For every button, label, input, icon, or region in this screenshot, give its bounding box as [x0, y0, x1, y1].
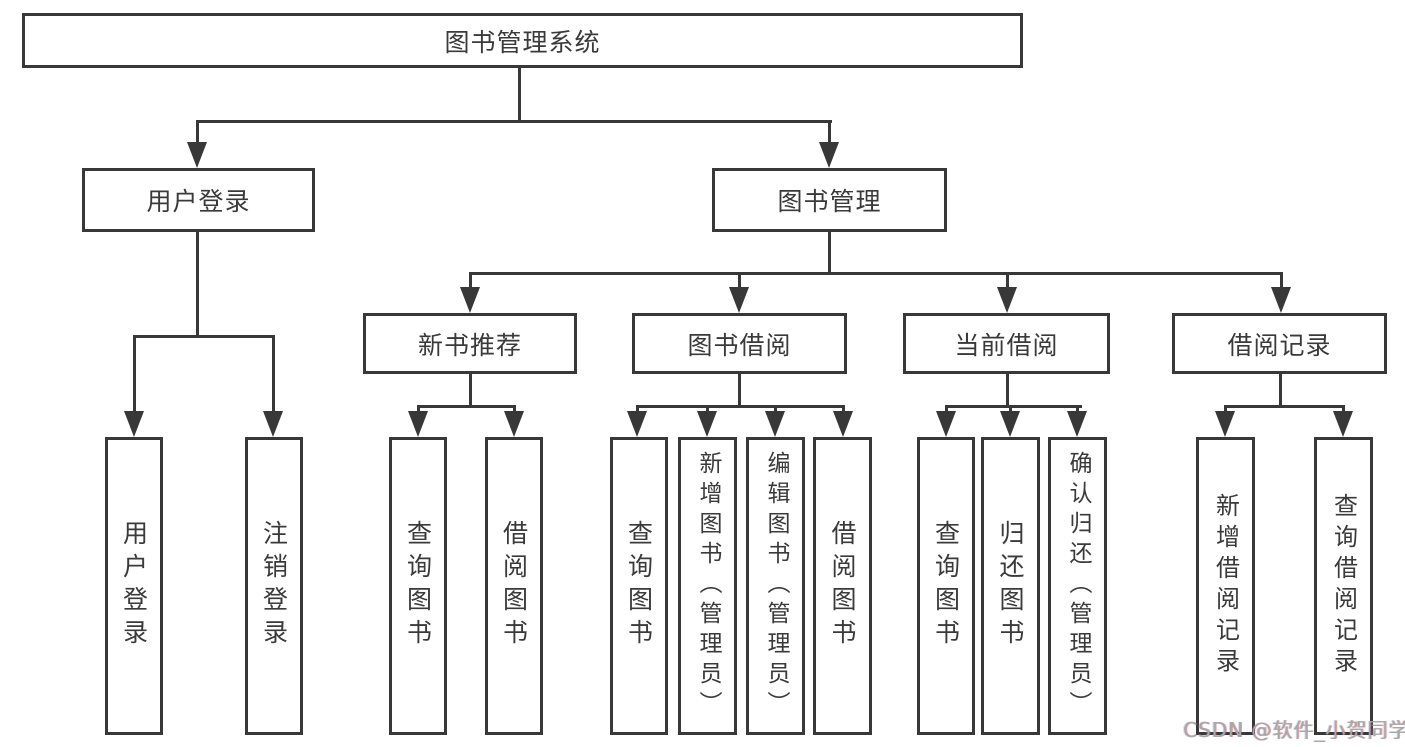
connector-l2-shaft [1280, 272, 1283, 290]
connector-shaft [417, 405, 420, 415]
node-library-system: 图书管理系统 [22, 13, 1023, 68]
arrow-down-icon [819, 142, 839, 168]
arrow-down-icon [1271, 287, 1291, 313]
connector-shaft [513, 405, 516, 415]
connector-current-stem [1006, 374, 1009, 408]
connector-shaft [1009, 405, 1012, 415]
node-add-books-admin: 新增图书（管理员） [678, 437, 737, 735]
node-user-login-leaf: 用户登录 [105, 437, 163, 735]
node-query-books-current: 查询图书 [917, 437, 975, 735]
node-borrow-books-newbook: 借阅图书 [485, 437, 543, 735]
arrow-down-icon [627, 411, 647, 437]
connector-shaft [945, 405, 948, 415]
connector-user-horizontal [133, 335, 275, 338]
arrow-down-icon [187, 142, 207, 168]
connector-borrow-stem [738, 374, 741, 408]
node-add-borrow-record: 新增借阅记录 [1196, 437, 1255, 735]
node-user-login: 用户登录 [82, 168, 315, 232]
connector-records-horizontal [1224, 405, 1345, 408]
arrow-down-icon [1215, 411, 1235, 437]
csdn-watermark: CSDN @软件_小贺同学 [1183, 718, 1405, 742]
connector-root-stem [518, 68, 521, 123]
node-current-borrowing: 当前借阅 [903, 313, 1110, 374]
arrow-down-icon [408, 411, 428, 437]
connector-shaft [842, 405, 845, 415]
node-new-book-recommend: 新书推荐 [363, 313, 577, 374]
connector-l2-horizontal [469, 272, 1283, 275]
connector-user-left-shaft [133, 335, 136, 415]
connector-l1-horizontal [196, 120, 832, 123]
connector-newbook-stem [469, 374, 472, 408]
node-confirm-return-admin: 确认归还（管理员） [1048, 437, 1107, 735]
arrow-down-icon [504, 411, 524, 437]
arrow-down-icon [263, 411, 283, 437]
arrow-down-icon [936, 411, 956, 437]
arrow-down-icon [729, 287, 749, 313]
connector-l2-shaft [738, 272, 741, 290]
connector-user-stem [196, 232, 199, 338]
connector-shaft [1342, 405, 1345, 415]
connector-user-right-shaft [272, 335, 275, 415]
arrow-down-icon [1333, 411, 1353, 437]
node-borrowing-records: 借阅记录 [1172, 313, 1387, 374]
connector-records-stem [1279, 374, 1282, 408]
connector-shaft [1076, 405, 1079, 415]
node-book-management: 图书管理 [712, 168, 947, 232]
node-query-books-newbook: 查询图书 [389, 437, 447, 735]
connector-l1-right-shaft [828, 120, 831, 146]
node-return-books: 归还图书 [981, 437, 1040, 735]
connector-l2-shaft [469, 272, 472, 290]
arrow-down-icon [765, 411, 785, 437]
arrow-down-icon [1000, 411, 1020, 437]
node-borrow-books-borrow: 借阅图书 [813, 437, 872, 735]
arrow-down-icon [124, 411, 144, 437]
connector-newbook-horizontal [417, 405, 516, 408]
node-logout: 注销登录 [245, 437, 303, 735]
node-book-borrowing: 图书借阅 [632, 313, 847, 374]
connector-shaft [706, 405, 709, 415]
node-edit-books-admin: 编辑图书（管理员） [746, 437, 805, 735]
connector-shaft [1224, 405, 1227, 415]
arrow-down-icon [697, 411, 717, 437]
connector-current-horizontal [945, 405, 1082, 408]
arrow-down-icon [1067, 411, 1087, 437]
arrow-down-icon [833, 411, 853, 437]
connector-borrow-horizontal [636, 405, 845, 408]
arrow-down-icon [460, 287, 480, 313]
node-query-borrow-record: 查询借阅记录 [1314, 437, 1373, 735]
connector-l2-shaft [1006, 272, 1009, 290]
node-query-books-borrow: 查询图书 [610, 437, 668, 735]
connector-l1-left-shaft [196, 120, 199, 146]
arrow-down-icon [997, 287, 1017, 313]
connector-mgmt-stem [828, 232, 831, 275]
connector-shaft [636, 405, 639, 415]
connector-shaft [774, 405, 777, 415]
